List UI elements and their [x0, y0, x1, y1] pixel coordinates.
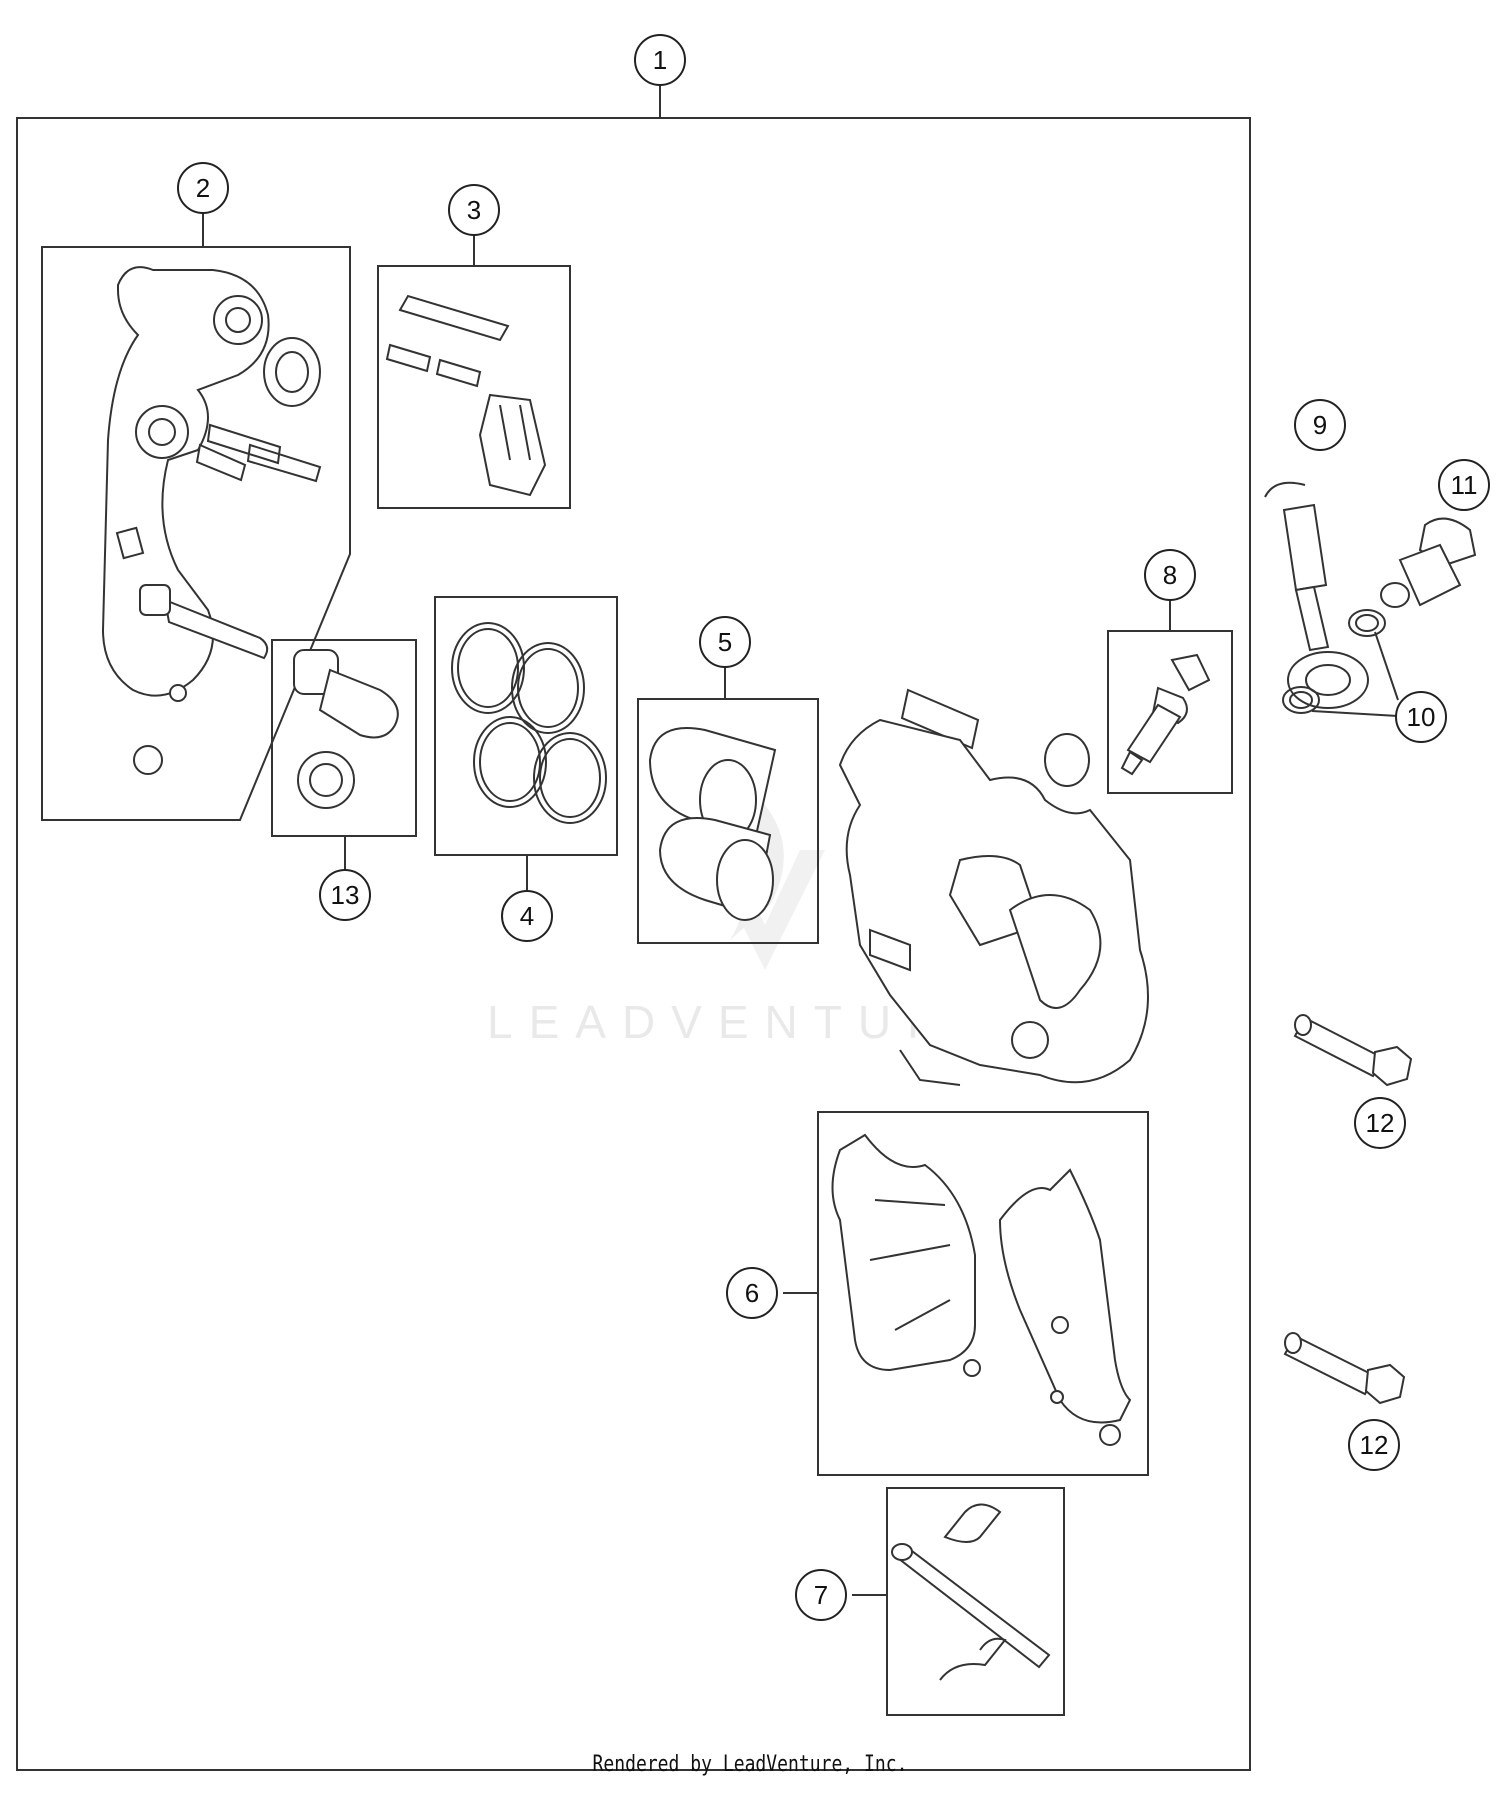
callout-7-label: 7: [814, 1580, 828, 1610]
callout-12-upper-label: 12: [1366, 1108, 1395, 1138]
part-10-group: [1282, 609, 1399, 717]
callout-1[interactable]: 1: [634, 34, 686, 86]
caliper-body: [838, 688, 1149, 1086]
assembly-frame: [16, 117, 1251, 1771]
callout-9-label: 9: [1313, 410, 1327, 440]
callout-6[interactable]: 6: [726, 1267, 778, 1319]
part-7-box: [886, 1487, 1065, 1716]
part-5-group: [637, 667, 819, 944]
callout-8-label: 8: [1163, 560, 1177, 590]
callout-10[interactable]: 10: [1395, 691, 1447, 743]
part-6-group: [783, 1111, 1149, 1476]
callout-6-label: 6: [745, 1278, 759, 1308]
callout-9[interactable]: 9: [1294, 399, 1346, 451]
part-11-group: [1380, 517, 1477, 608]
callout-10-label: 10: [1407, 702, 1436, 732]
callout-4[interactable]: 4: [501, 890, 553, 942]
callout-3-label: 3: [467, 195, 481, 225]
callout-7[interactable]: 7: [795, 1569, 847, 1621]
callout-13[interactable]: 13: [319, 869, 371, 921]
callout-2-label: 2: [196, 173, 210, 203]
part-5-box: [637, 698, 819, 944]
callout-1-label: 1: [653, 45, 667, 75]
callout-11[interactable]: 11: [1438, 459, 1490, 511]
callout-12-upper[interactable]: 12: [1354, 1097, 1406, 1149]
part-7-group: [852, 1487, 1065, 1716]
callout-8[interactable]: 8: [1144, 549, 1196, 601]
part-13-group: [271, 639, 417, 870]
callout-5[interactable]: 5: [699, 616, 751, 668]
part-8-group: [1107, 600, 1233, 794]
callout-11-label: 11: [1451, 470, 1478, 500]
callout-12-lower[interactable]: 12: [1348, 1419, 1400, 1471]
callout-3[interactable]: 3: [448, 184, 500, 236]
part-12-bolt-upper: [1293, 1014, 1413, 1087]
part-12-bolt-lower: [1283, 1332, 1406, 1405]
footer-credit: Rendered by LeadVenture, Inc.: [592, 1752, 908, 1777]
callout-13-label: 13: [331, 880, 360, 910]
part-4-group: [434, 596, 618, 890]
part-2-bracket-group: [41, 213, 351, 821]
callout-12-lower-label: 12: [1360, 1430, 1389, 1460]
bracket-drawing: [101, 266, 322, 775]
part-9-group: [1264, 481, 1369, 709]
callout-4-label: 4: [520, 901, 534, 931]
callout-2[interactable]: 2: [177, 162, 229, 214]
callout-5-label: 5: [718, 627, 732, 657]
part-3-group: [377, 235, 571, 509]
